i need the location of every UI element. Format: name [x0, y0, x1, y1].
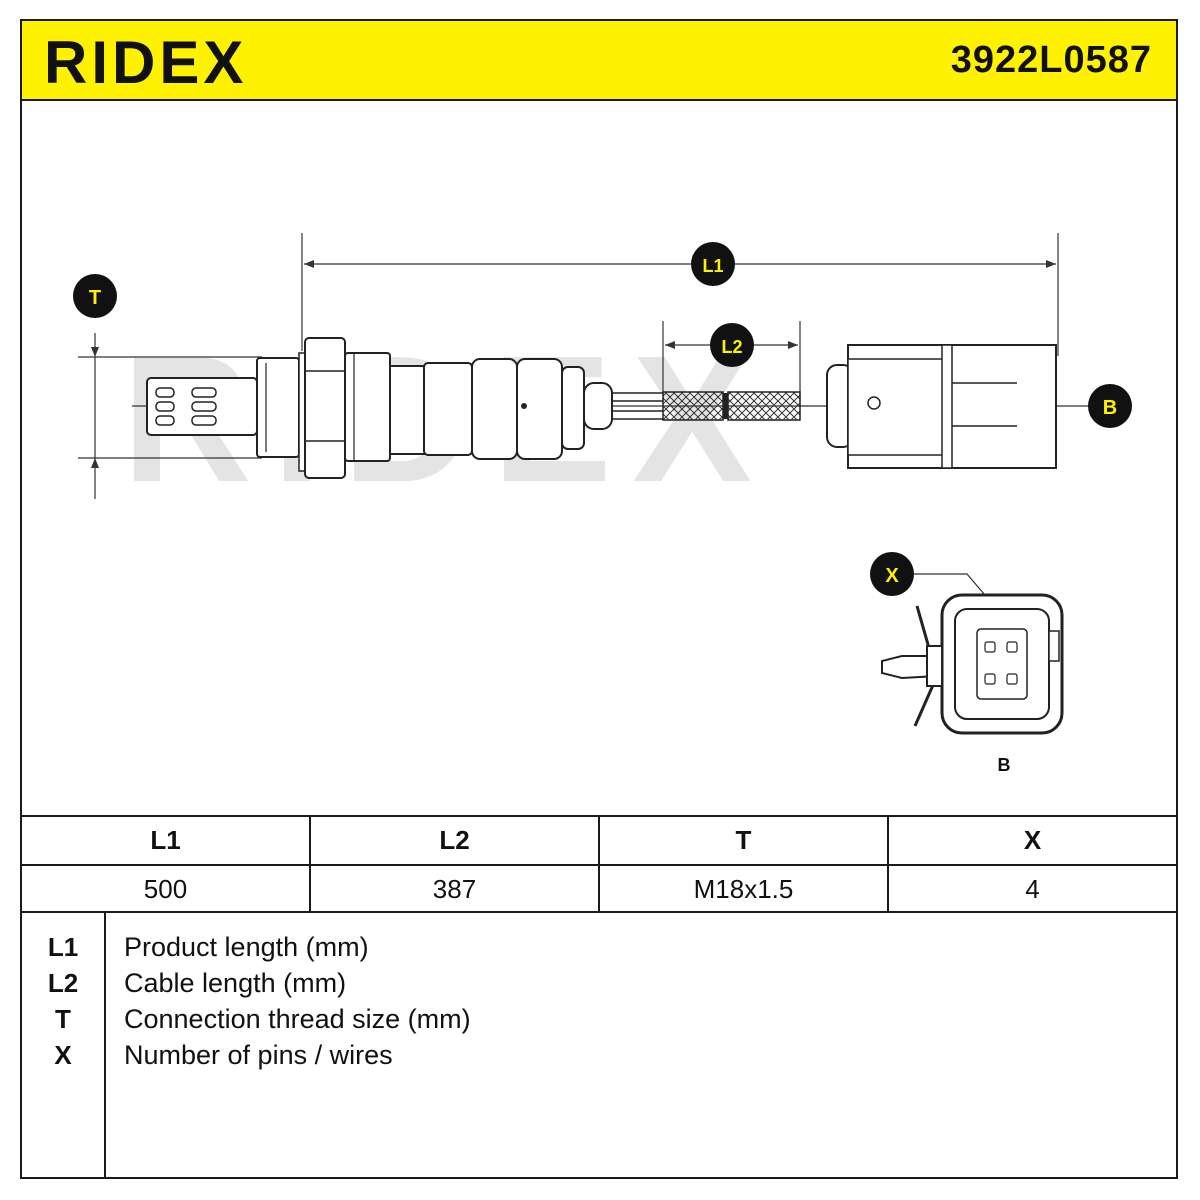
spec-header-x: X [1023, 825, 1042, 855]
spec-table: L1 L2 T X 500 387 M18x1.5 4 [22, 815, 1176, 913]
legend-text: Connection thread size (mm) [124, 1004, 471, 1034]
legend-key: X [54, 1040, 72, 1070]
spec-value-l2: 387 [311, 866, 600, 913]
callout-b: B [1103, 397, 1117, 419]
brand-logo: RIDEX [44, 29, 314, 96]
legend-key: L1 [47, 932, 79, 962]
legend-divider [104, 913, 106, 1179]
legend-item: L2 Cable length (mm) [22, 965, 1176, 1001]
legend-text: Cable length (mm) [124, 968, 347, 998]
callout-l2: L2 [721, 337, 742, 357]
header-bar: RIDEX 3922L0587 [22, 21, 1176, 101]
connector-view-label: B [998, 755, 1011, 775]
spec-header-t: T [600, 817, 889, 864]
technical-drawing: RIDEX [22, 101, 1176, 815]
callout-t: T [89, 287, 101, 309]
product-sheet: RIDEX 3922L0587 RIDEX [20, 19, 1178, 1179]
part-number: 3922L0587 [950, 39, 1152, 81]
legend-item: X Number of pins / wires [22, 1037, 1176, 1073]
legend-item: L1 Product length (mm) [22, 929, 1176, 965]
spec-header-l1: L1 [22, 817, 311, 864]
spec-value-x: 4 [1025, 874, 1040, 904]
spec-header-l2: L2 [311, 817, 600, 864]
legend-key: T [55, 1004, 71, 1034]
callout-l1: L1 [702, 256, 723, 276]
legend-item: T Connection thread size (mm) [22, 1001, 1176, 1037]
spec-table-values: 500 387 M18x1.5 4 [22, 866, 1176, 913]
spec-value-l1: 500 [22, 866, 311, 913]
spec-table-header: L1 L2 T X [22, 817, 1176, 866]
legend-text: Number of pins / wires [124, 1040, 393, 1070]
brand-logo-text: RIDEX [44, 31, 247, 91]
legend-text: Product length (mm) [124, 932, 369, 962]
spec-value-t: M18x1.5 [600, 866, 889, 913]
legend: L1 Product length (mm) L2 Cable length (… [22, 913, 1176, 1179]
callout-x: X [885, 565, 899, 587]
legend-key: L2 [47, 968, 79, 998]
